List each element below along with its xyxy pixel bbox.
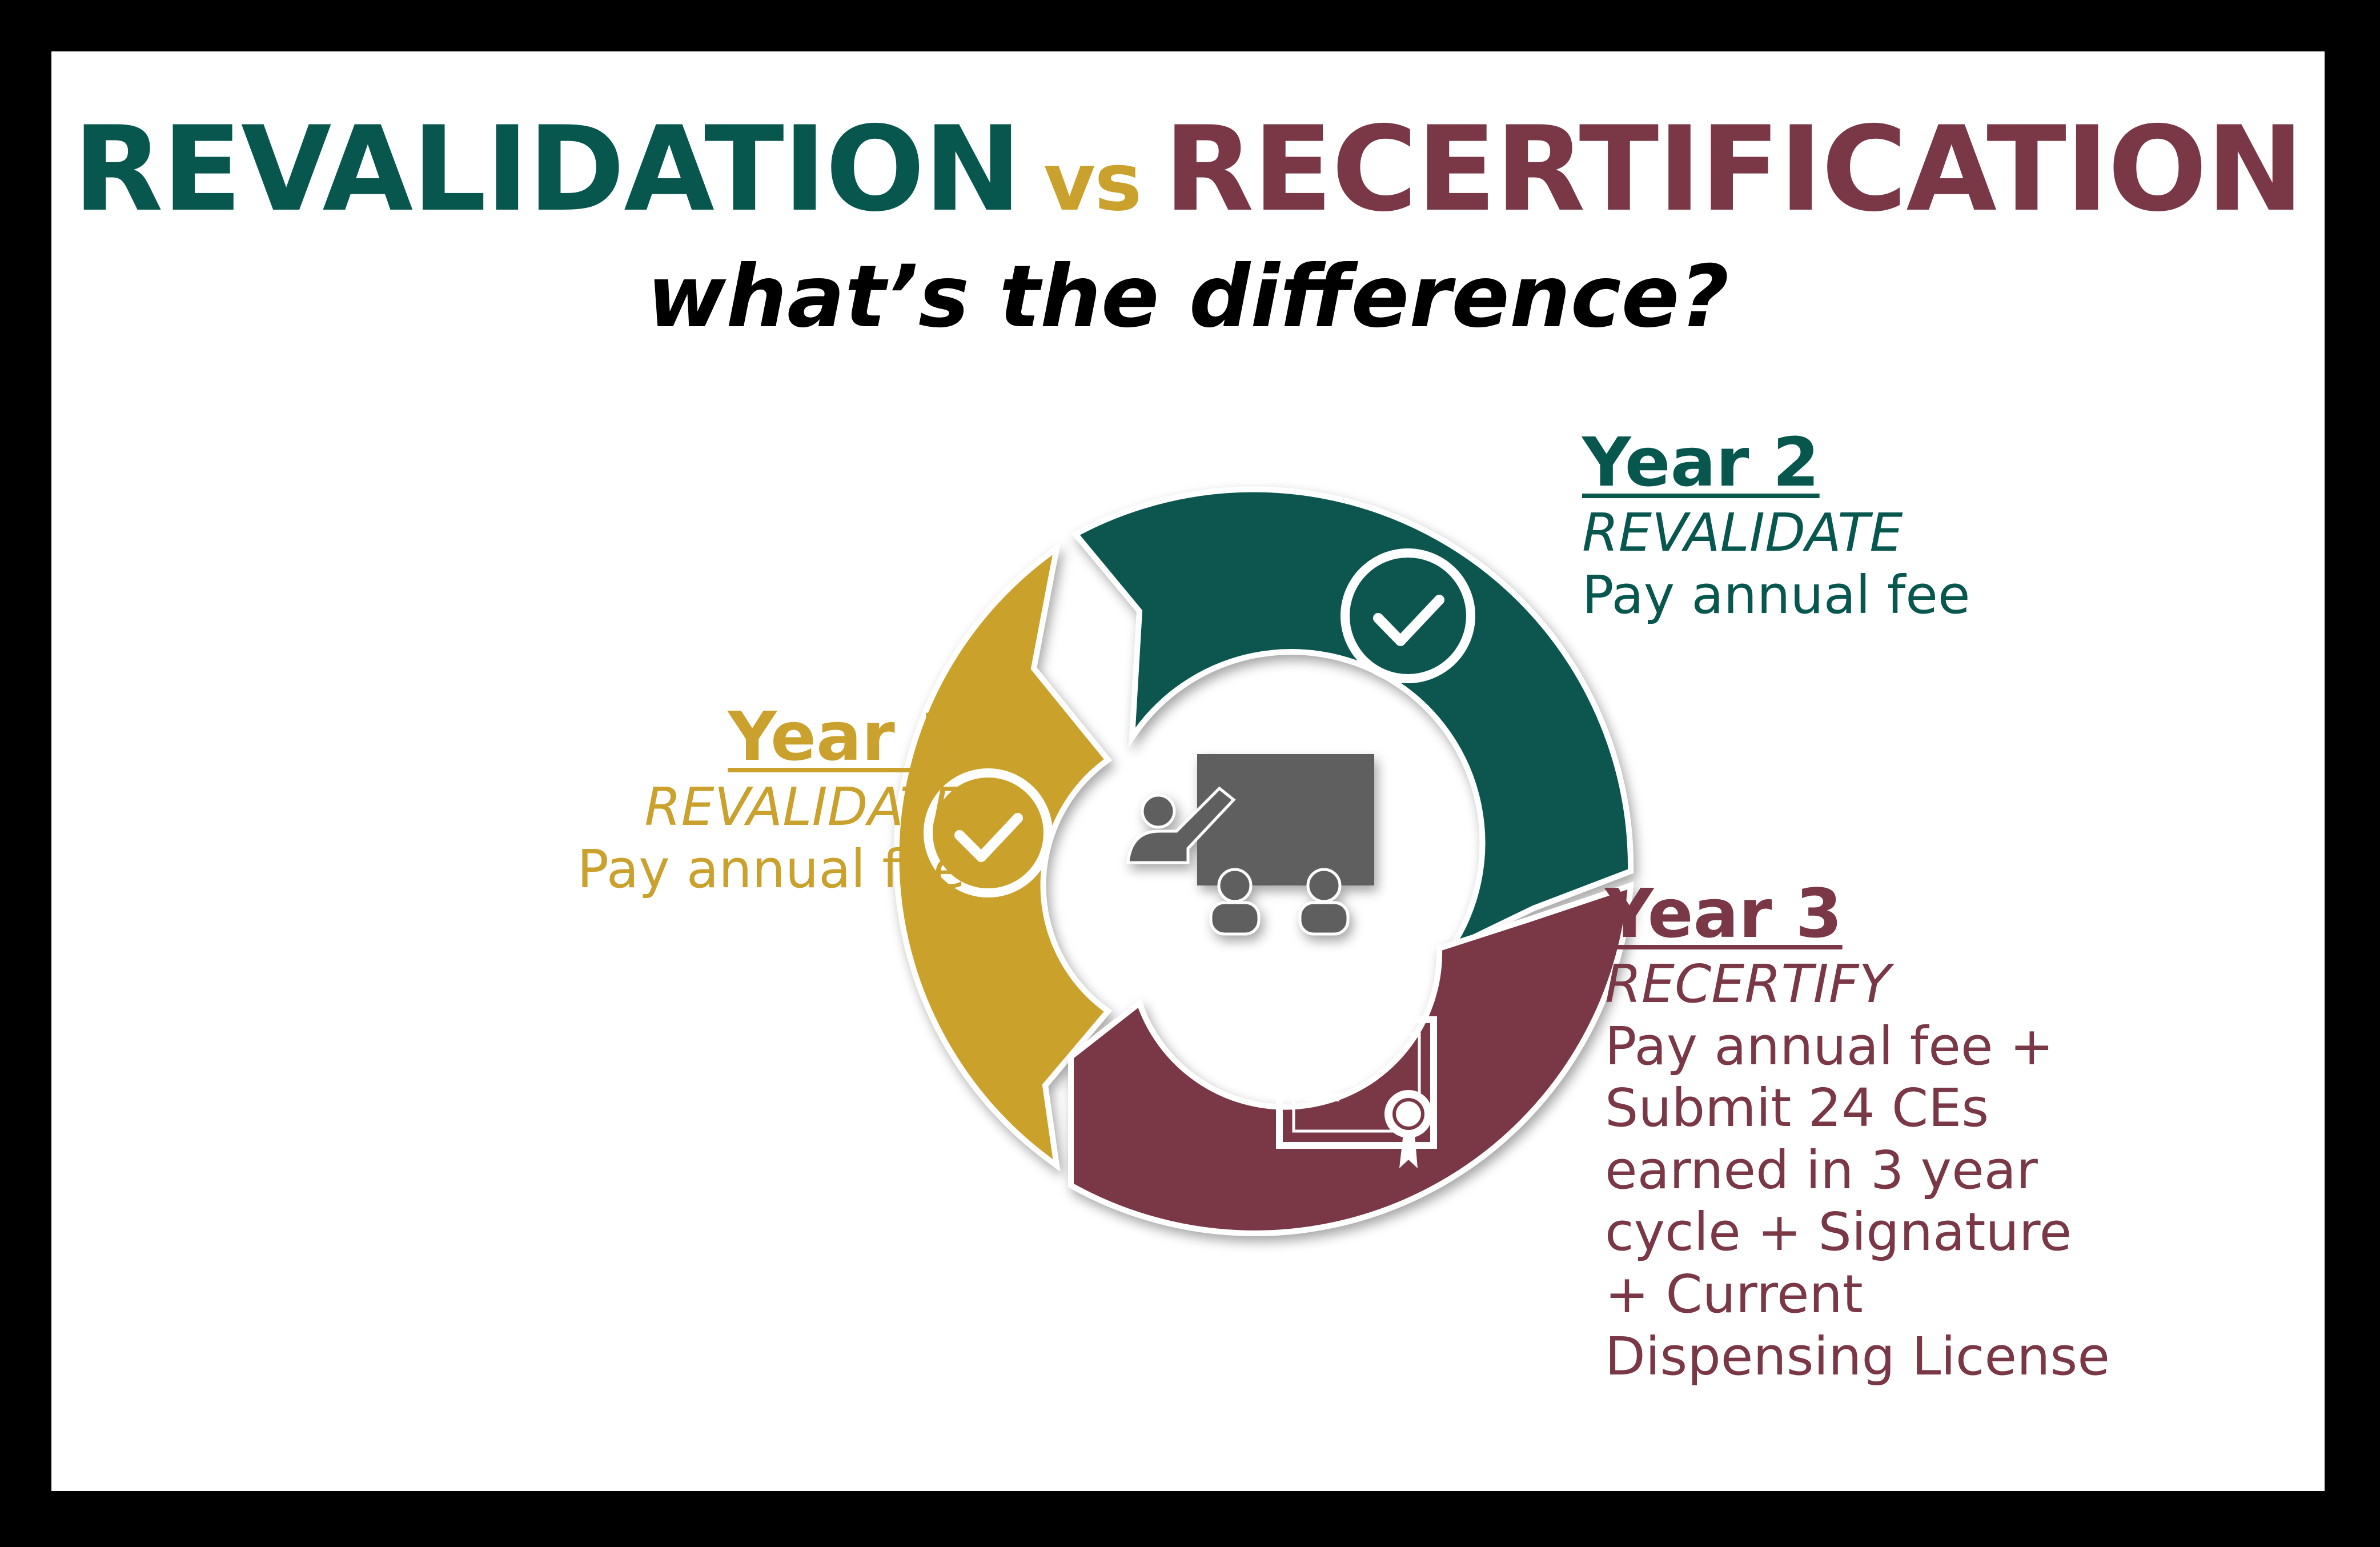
year-2-label: Year 2 REVALIDATE Pay annual fee: [1582, 423, 2210, 626]
page-subtitle: what’s the difference?: [647, 247, 1729, 347]
cycle-segment-year-3: [1068, 881, 1634, 1236]
checkmark-icon: [1340, 548, 1475, 683]
year-3-label: Year 3 RECERTIFY Pay annual fee + Submit…: [1605, 874, 2290, 1388]
title-revalidation: REVALIDATION: [73, 102, 1022, 238]
year-3-title: Year 3: [1605, 874, 1843, 953]
year-2-action: REVALIDATE: [1582, 502, 1903, 564]
year-1-label: Year 1 REVALIDATE Pay annual fee: [394, 697, 966, 900]
checkmark-icon: [924, 768, 1053, 897]
year-3-action: RECERTIFY: [1605, 953, 1891, 1015]
year-1-description: Pay annual fee: [577, 838, 966, 900]
presentation-icon: [1126, 754, 1374, 936]
title-recertification: RECERTIFICATION: [1163, 102, 2305, 238]
title-vs: vs: [1043, 136, 1142, 229]
certificate-icon: [1276, 1016, 1437, 1168]
year-2-description: Pay annual fee: [1582, 564, 1970, 626]
year-2-title: Year 2: [1582, 423, 1820, 502]
year-1-action: REVALIDATE: [644, 776, 965, 838]
cycle-diagram: [893, 486, 1634, 1236]
year-1-title: Year 1: [728, 697, 965, 776]
year-3-description: Pay annual fee + Submit 24 CEs earned in…: [1605, 1015, 2110, 1387]
